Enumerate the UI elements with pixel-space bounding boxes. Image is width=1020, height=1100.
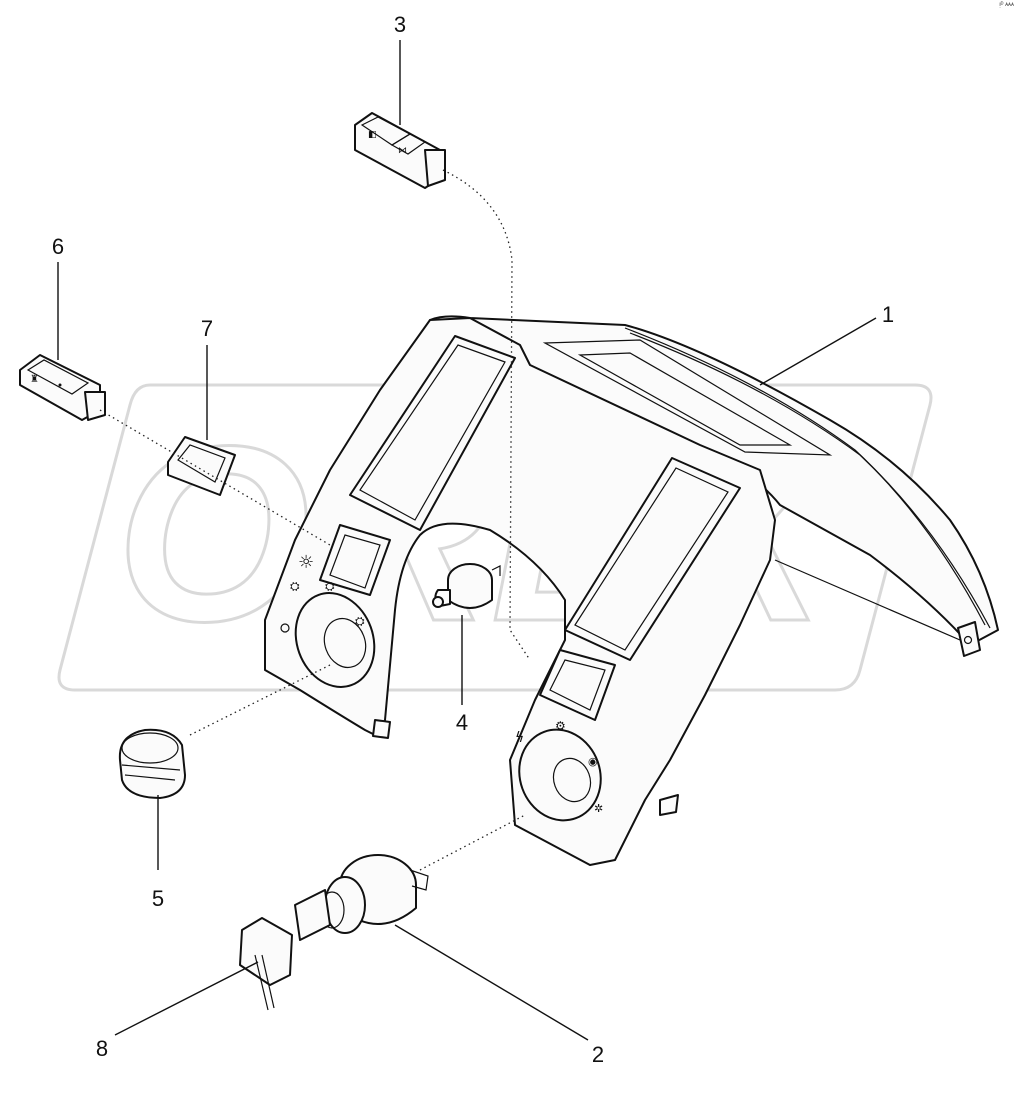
callout-7: 7 bbox=[201, 316, 213, 341]
assembly-line-2 bbox=[419, 814, 526, 871]
leader-1 bbox=[759, 317, 877, 386]
assembly-line-3 bbox=[442, 169, 531, 661]
assembly-line-5 bbox=[189, 664, 331, 736]
rocker-switch-part-3: ◧ ⋈ bbox=[354, 112, 446, 189]
preheat-symbol-icon: ϟ bbox=[515, 730, 524, 746]
callout-6: 6 bbox=[52, 234, 64, 259]
start-symbol-icon: ⚙ bbox=[555, 719, 566, 733]
callout-5: 5 bbox=[152, 886, 164, 911]
corner-code: ᴉᴰ ᴀᴀᴀ bbox=[999, 2, 1014, 8]
knob-part-5 bbox=[118, 728, 186, 799]
on-symbol-icon: ◉ bbox=[588, 755, 598, 768]
callout-3: 3 bbox=[394, 12, 406, 37]
callout-4: 4 bbox=[456, 710, 468, 735]
leader-2 bbox=[394, 924, 589, 1041]
blank-cover-part-7 bbox=[167, 436, 236, 496]
light-symbol-icon: ☼ bbox=[298, 552, 314, 573]
callout-2: 2 bbox=[592, 1042, 604, 1067]
leader-8 bbox=[114, 961, 259, 1036]
arrows-symbol-icon: ⋈ bbox=[398, 146, 407, 156]
dashboard-panel: ☼ ⛭ ⛭ ⛭ ϟ ⚙ ◉ ✲ bbox=[264, 315, 999, 866]
callout-1: 1 bbox=[882, 302, 894, 327]
key-part-8 bbox=[239, 889, 331, 1011]
fan-symbol-icon: ✲ bbox=[594, 802, 603, 815]
beam-symbol-icon: ⛭ bbox=[355, 614, 365, 628]
lamp-symbol-icon: ◧ bbox=[368, 130, 377, 140]
ignition-switch-part-2 bbox=[319, 854, 429, 934]
rotary-switch-part-4 bbox=[432, 563, 501, 609]
work-light-symbol-icon: ⛭ bbox=[325, 579, 335, 593]
rocker-switch-part-6: ♜ bbox=[19, 354, 106, 421]
headlight-symbol-icon: ⛭ bbox=[290, 579, 300, 593]
callout-8: 8 bbox=[96, 1036, 108, 1061]
beacon-symbol-icon: ♜ bbox=[30, 374, 39, 385]
